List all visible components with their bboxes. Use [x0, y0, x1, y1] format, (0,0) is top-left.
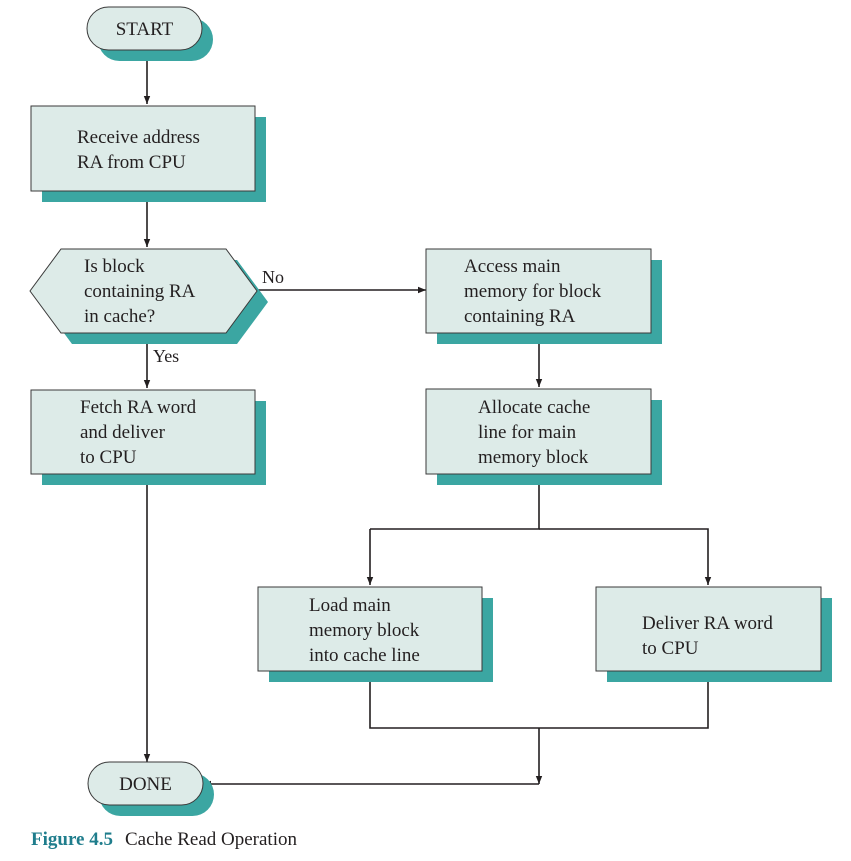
start-terminal: START [86, 6, 213, 61]
figure-caption: Figure 4.5 Cache Read Operation [31, 829, 297, 851]
process-allocate-cache-line: Allocate cache line for main memory bloc… [425, 388, 662, 485]
process-deliver-ra-word: Deliver RA word to CPU [595, 586, 832, 682]
done-terminal: DONE [87, 761, 214, 816]
done-label: DONE [119, 774, 172, 795]
process-access-main-memory: Access main memory for block containing … [425, 248, 662, 344]
process-fetch-ra-word: Fetch RA word and deliver to CPU [30, 389, 266, 485]
start-label: START [116, 19, 174, 40]
process-receive-address: Receive address RA from CPU [30, 105, 266, 202]
deliver-ra-word-label: Deliver RA word to CPU [642, 613, 778, 659]
load-memory-block-label: Load main memory block into cache line [309, 595, 424, 666]
process-load-memory-block: Load main memory block into cache line [257, 586, 493, 682]
fetch-ra-word-label: Fetch RA word and deliver to CPU [80, 397, 201, 468]
figure-title: Cache Read Operation [124, 829, 297, 850]
decision-block-in-cache: Is block containing RA in cache? [29, 248, 268, 344]
edge-label-yes: Yes [153, 346, 179, 366]
arrow-split-to-deliver [539, 528, 712, 585]
allocate-cache-line-label: Allocate cache line for main memory bloc… [478, 397, 595, 468]
decision-label: Is block containing RA in cache? [84, 256, 199, 327]
figure-number: Figure 4.5 [31, 829, 113, 850]
connectors [143, 51, 712, 788]
access-main-memory-label: Access main memory for block containing … [464, 256, 606, 327]
receive-address-label: Receive address RA from CPU [77, 127, 205, 173]
edge-label-no: No [262, 267, 284, 287]
